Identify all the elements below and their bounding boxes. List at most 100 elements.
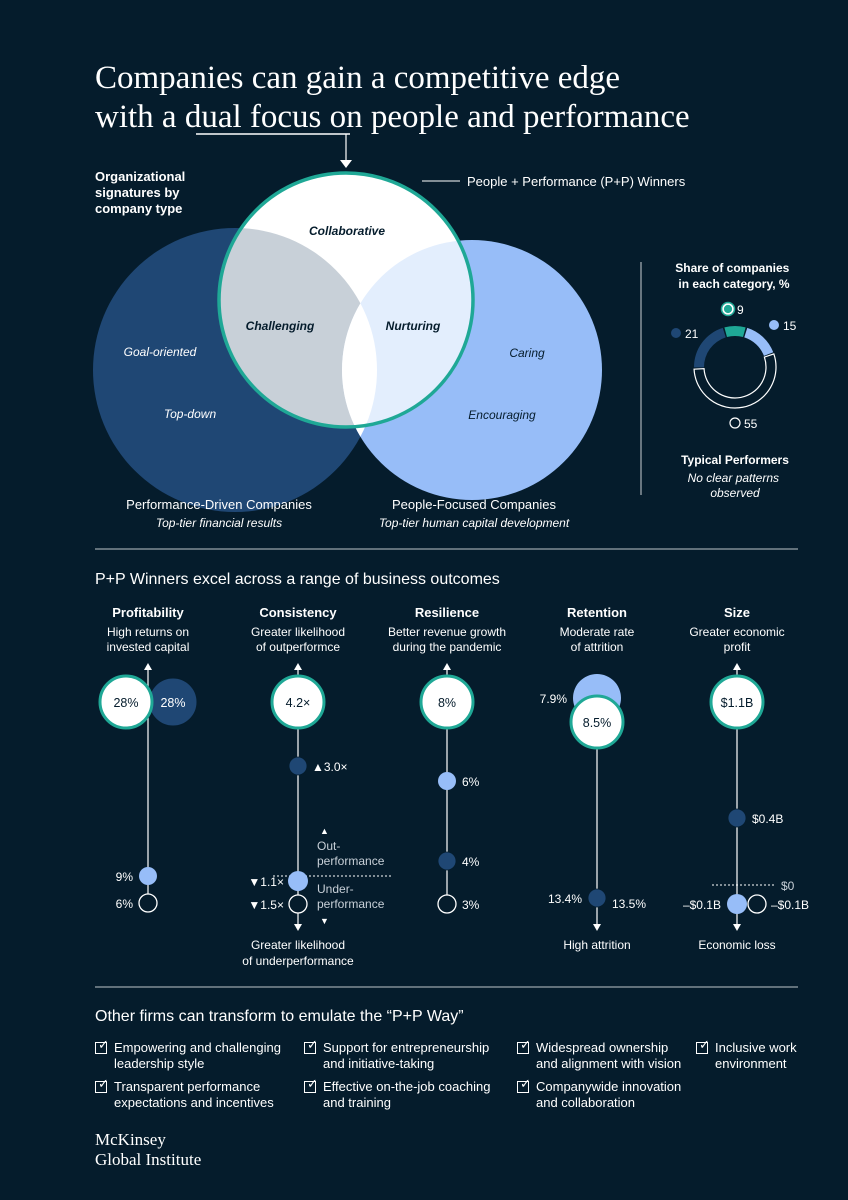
winner-value-label: $1.1B <box>721 696 754 710</box>
collaborative-label: Collaborative <box>309 224 385 238</box>
mckinsey-logo: McKinsey Global Institute <box>95 1130 201 1169</box>
winner-value-label: 4.2× <box>286 696 311 710</box>
down-arrow-icon <box>294 924 302 931</box>
data-point <box>438 772 456 790</box>
donut-value-label: 9 <box>737 303 744 317</box>
data-label: 13.4% <box>548 892 582 906</box>
data-label: performance <box>317 897 385 911</box>
winners-circle-outline <box>217 171 475 429</box>
data-label: 28% <box>160 696 185 710</box>
check-icon: ✓ <box>307 1037 318 1052</box>
outcome-subtitle: Greater economic <box>689 625 784 639</box>
outcome-title: Consistency <box>259 605 337 620</box>
data-label: 9% <box>116 870 134 884</box>
down-triangle-icon: ▼ <box>320 916 329 926</box>
donut-slice <box>724 326 746 338</box>
data-point <box>437 851 457 871</box>
venn-diagram <box>93 171 602 512</box>
check-icon: ✓ <box>98 1037 109 1052</box>
checkbox-icon <box>95 1081 107 1093</box>
donut-slice <box>694 327 726 368</box>
data-label: 7.9% <box>540 692 568 706</box>
checkbox-icon <box>517 1042 529 1054</box>
donut-value-label: 21 <box>685 327 699 341</box>
data-label: ▼1.5× <box>248 898 284 912</box>
donut-value-label: 55 <box>744 417 758 431</box>
performance-driven-title: Performance-Driven Companies <box>126 497 312 512</box>
outcome-title: Retention <box>567 605 627 620</box>
performance-driven-sub: Top-tier financial results <box>156 516 282 530</box>
up-arrow-icon <box>443 663 451 670</box>
data-label: 6% <box>462 775 480 789</box>
winner-marker <box>270 674 326 730</box>
winner-marker <box>98 674 154 730</box>
check-icon: ✓ <box>307 1076 318 1091</box>
donut-slice <box>744 327 774 356</box>
outcome-columns: 28%28%9%6%4.2×▲3.0×▼1.1×▼1.5×▲Out-perfor… <box>98 663 809 968</box>
data-point <box>727 808 747 828</box>
data-point <box>747 894 767 914</box>
up-arrow-icon <box>733 663 741 670</box>
outcome-title: Profitability <box>112 605 184 620</box>
winner-marker <box>709 674 765 730</box>
donut-legend-marker <box>671 328 681 338</box>
share-donut-chart: 9 15 55 21 <box>671 301 797 431</box>
encouraging-label: Encouraging <box>468 408 536 422</box>
winner-value-label: 8.5% <box>583 716 612 730</box>
check-icon: ✓ <box>520 1037 531 1052</box>
data-label: of underperformance <box>242 954 354 968</box>
goal-oriented-label: Goal-oriented <box>124 345 197 359</box>
down-arrow-icon <box>733 924 741 931</box>
outcome-subtitle: High returns on <box>107 625 189 639</box>
donut-legend-marker <box>722 303 734 315</box>
data-label: ▲3.0× <box>312 760 348 774</box>
donut-slice <box>693 353 777 409</box>
data-label: 6% <box>116 897 134 911</box>
outcome-subtitle: profit <box>724 640 751 654</box>
donut-legend-marker-ring <box>720 301 736 317</box>
checkbox-icon <box>517 1081 529 1093</box>
data-point <box>288 756 308 776</box>
people-focused-sub: Top-tier human capital development <box>379 516 570 530</box>
outcome-subtitle: of outperformce <box>256 640 340 654</box>
page-title-line1: Companies can gain a competitive edge <box>95 60 620 96</box>
winners-label: People + Performance (P+P) Winners <box>467 174 686 189</box>
outcome-subtitle: Moderate rate <box>560 625 635 639</box>
data-point <box>288 871 308 891</box>
caring-label: Caring <box>509 346 545 360</box>
outcome-title: Resilience <box>415 605 479 620</box>
page-title-line2: with a dual focus on people and performa… <box>95 99 690 135</box>
data-label: Economic loss <box>698 938 775 952</box>
data-point <box>138 893 158 913</box>
winner-value-label: 8% <box>438 696 456 710</box>
winner-marker <box>569 694 625 750</box>
data-point <box>587 888 607 908</box>
data-label: 3% <box>462 898 480 912</box>
data-label: $0.4B <box>752 812 783 826</box>
up-triangle-icon: ▲ <box>320 826 329 836</box>
donut-value-label: 15 <box>783 319 797 333</box>
data-label: Out- <box>317 839 340 853</box>
challenging-label: Challenging <box>246 319 315 333</box>
data-label: 4% <box>462 855 480 869</box>
typical-performers-title: Typical Performers <box>681 453 789 467</box>
check-icon: ✓ <box>520 1076 531 1091</box>
data-label: –$0.1B <box>771 898 809 912</box>
data-label: High attrition <box>563 938 630 952</box>
data-label: 13.5% <box>612 897 646 911</box>
checkbox-icon <box>696 1042 708 1054</box>
winner-marker <box>419 674 475 730</box>
data-point <box>437 894 457 914</box>
check-icon: ✓ <box>699 1037 710 1052</box>
title-pointer-arrow <box>340 160 352 168</box>
checkbox-icon <box>95 1042 107 1054</box>
data-point <box>727 894 747 914</box>
up-arrow-icon <box>294 663 302 670</box>
